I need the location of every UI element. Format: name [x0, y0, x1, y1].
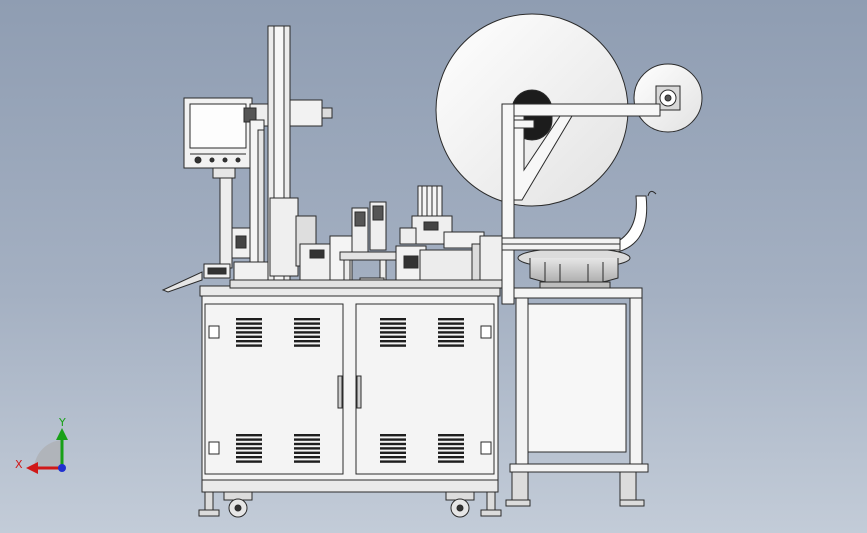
axis-triad: Y X	[15, 416, 68, 474]
vibratory-feeder-bowl	[517, 190, 657, 289]
vent-slot	[236, 438, 262, 441]
vent-slot	[380, 456, 406, 459]
vent-slot	[294, 318, 320, 321]
feeder-stand	[509, 287, 649, 501]
vent-slot	[380, 344, 406, 347]
vent-slot	[294, 322, 320, 325]
vent-slot	[438, 318, 464, 321]
vent-panel	[438, 318, 464, 347]
vent-slot	[380, 442, 406, 446]
vent-slot	[294, 451, 320, 454]
vent-panel	[294, 318, 320, 347]
vent-slot	[380, 451, 406, 454]
hmi-monitor[interactable]	[183, 97, 253, 169]
vent-slot	[294, 456, 320, 459]
vent-slot	[438, 434, 464, 437]
leveling-feet	[198, 491, 645, 517]
vent-slot	[438, 460, 464, 463]
small-spool-reel	[633, 63, 703, 133]
vent-slot	[236, 344, 262, 347]
vent-slot	[294, 340, 320, 343]
vent-slot	[236, 456, 262, 459]
vent-slot	[294, 326, 320, 330]
left-door-handle[interactable]	[337, 375, 343, 409]
door-hinges	[208, 325, 492, 455]
vent-slot	[438, 335, 464, 338]
vent-panel	[236, 434, 262, 463]
vertical-tape-reel	[243, 25, 333, 287]
vent-slot	[236, 447, 262, 450]
vent-slot	[294, 344, 320, 347]
vent-slot	[294, 434, 320, 437]
right-caster	[445, 491, 475, 518]
vent-slot	[294, 447, 320, 450]
vent-panel	[236, 318, 262, 347]
vent-slot	[236, 318, 262, 321]
vent-slot	[236, 331, 262, 334]
vent-slot	[438, 456, 464, 459]
y-axis-label: Y	[58, 416, 66, 429]
vent-slot	[236, 451, 262, 454]
vent-slot	[236, 434, 262, 437]
x-axis-arrow-icon	[26, 462, 38, 474]
vent-slot	[380, 340, 406, 343]
vent-slot	[380, 434, 406, 437]
vent-panel	[380, 434, 406, 463]
vent-slot	[236, 326, 262, 330]
vent-slot	[380, 326, 406, 330]
right-mechanism	[395, 185, 503, 287]
center-mechanism	[299, 201, 401, 287]
vent-slot	[294, 442, 320, 446]
vent-slot	[438, 447, 464, 450]
cylinder-assembly-left	[203, 227, 269, 283]
vent-slot	[438, 331, 464, 334]
vent-slot	[380, 335, 406, 338]
x-axis-label: X	[15, 458, 23, 471]
vent-slot	[380, 331, 406, 334]
right-cabinet-door[interactable]	[355, 303, 495, 475]
vent-slot	[380, 447, 406, 450]
vent-slot	[236, 322, 262, 325]
vent-slot	[294, 438, 320, 441]
vent-slot	[294, 335, 320, 338]
left-caster	[223, 491, 253, 518]
workbench-rail	[229, 279, 503, 289]
vent-slot	[438, 340, 464, 343]
vent-slot	[236, 335, 262, 338]
vent-slot	[380, 322, 406, 325]
vent-slot	[380, 460, 406, 463]
vent-slot	[438, 344, 464, 347]
vent-panel	[294, 434, 320, 463]
vent-slot	[438, 451, 464, 454]
cabinet-vents	[236, 318, 464, 463]
vent-slot	[380, 438, 406, 441]
vent-slot	[236, 442, 262, 446]
vent-panel	[438, 434, 464, 463]
vent-slot	[294, 460, 320, 463]
vent-slot	[236, 460, 262, 463]
vent-slot	[380, 318, 406, 321]
z-axis-dot-icon	[58, 464, 66, 472]
vent-slot	[438, 322, 464, 325]
left-cabinet-door[interactable]	[204, 303, 344, 475]
feed-rail	[499, 237, 621, 251]
y-axis-arrow-icon	[56, 428, 68, 440]
vent-slot	[236, 340, 262, 343]
vent-slot	[438, 442, 464, 446]
vent-panel	[380, 318, 406, 347]
reel-support-frame	[501, 103, 661, 305]
right-door-handle[interactable]	[356, 375, 362, 409]
vent-slot	[438, 438, 464, 441]
vent-slot	[438, 326, 464, 330]
output-chute	[161, 271, 203, 293]
vent-slot	[294, 331, 320, 334]
